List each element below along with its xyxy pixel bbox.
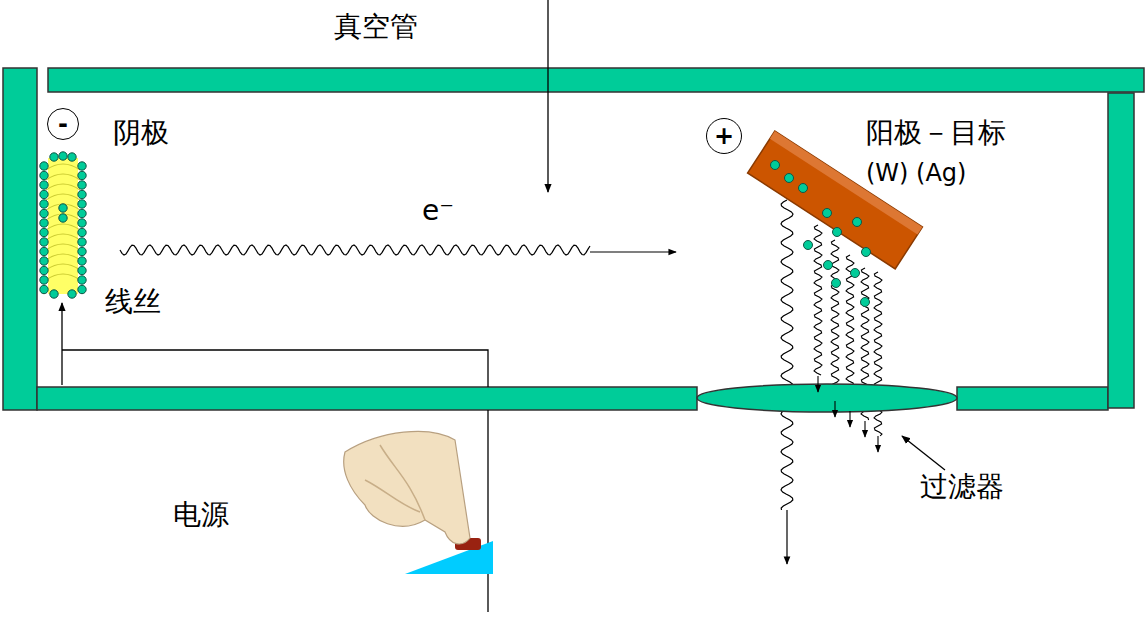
terminal-circle: + <box>706 118 742 154</box>
target-material: (W) (Ag) <box>866 160 966 186</box>
power-switch <box>344 431 493 574</box>
filter <box>697 384 957 412</box>
electron-label: e⁻ <box>422 196 454 227</box>
electron-dot <box>771 161 871 307</box>
anode-label: 阳极－目标 <box>866 118 1006 149</box>
tube-wall <box>3 68 1144 410</box>
filament <box>40 152 86 298</box>
filter-label: 过滤器 <box>920 472 1004 503</box>
polarity-sign: + <box>714 124 734 148</box>
anode-target <box>748 131 923 269</box>
circuit-wire <box>62 0 945 612</box>
polarity-sign: - <box>58 112 68 136</box>
electron-beam <box>120 245 590 255</box>
x-ray-wave <box>787 376 878 564</box>
x-ray-wave <box>781 200 882 510</box>
tube-label: 真空管 <box>334 12 418 43</box>
electron-beam <box>590 251 676 252</box>
terminal-circle: - <box>47 108 79 140</box>
cathode-label: 阴极 <box>113 118 169 149</box>
filament-label: 线丝 <box>105 287 161 318</box>
power-label: 电源 <box>173 500 229 531</box>
